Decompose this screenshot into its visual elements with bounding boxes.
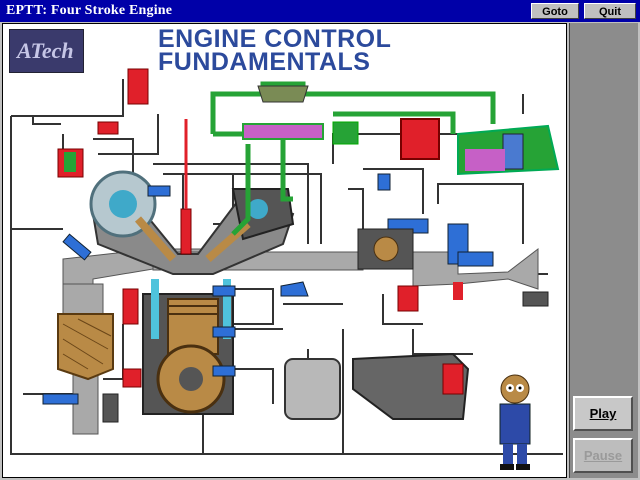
purge-solenoid xyxy=(332,121,359,145)
title-line-1: ENGINE CONTROL xyxy=(158,25,392,53)
pause-button[interactable]: Pause xyxy=(573,438,633,473)
idle-air-valve-core xyxy=(64,152,76,172)
map-sensor xyxy=(97,121,119,135)
page-title: ENGINE CONTROL FUNDAMENTALS xyxy=(158,25,392,76)
window-title: EPTT: Four Stroke Engine xyxy=(6,3,173,18)
air-filter xyxy=(284,358,341,420)
engine-diagram xyxy=(10,68,563,470)
fuel-pump xyxy=(502,133,524,170)
catalytic-converter-hatch xyxy=(62,318,112,370)
fuel-pressure-regulator xyxy=(127,68,149,105)
piston-rings xyxy=(168,305,218,315)
spark-plug xyxy=(180,208,192,255)
injector xyxy=(397,285,419,312)
intake-valve xyxy=(134,216,177,262)
title-bar: EPTT: Four Stroke Engine Goto Quit xyxy=(0,0,640,22)
cam-lobe-left xyxy=(109,190,137,218)
atech-logo: ATech xyxy=(9,29,84,73)
pause-label: Pause xyxy=(583,448,623,463)
vehicle-speed-sensor xyxy=(442,363,464,395)
quit-button[interactable]: Quit xyxy=(584,3,636,19)
vacuum-sensor xyxy=(122,368,142,388)
goto-button[interactable]: Goto xyxy=(531,3,579,19)
egr-valve xyxy=(257,85,309,103)
coolant-right xyxy=(223,279,231,339)
mechanic-character xyxy=(499,374,531,470)
relay xyxy=(453,282,463,300)
exhaust-valve xyxy=(205,220,251,263)
catalytic-converter xyxy=(57,313,114,381)
title-line-2: FUNDAMENTALS xyxy=(158,48,371,76)
fuel-tank xyxy=(400,118,440,160)
play-button[interactable]: Play xyxy=(573,396,633,431)
cam-lobe-right xyxy=(248,199,268,219)
coolant-left xyxy=(151,279,159,339)
egr-solenoid xyxy=(122,288,139,325)
oxygen-sensor xyxy=(102,393,119,423)
battery xyxy=(522,291,549,307)
vacuum-lines xyxy=(210,81,496,236)
purge-canister-line xyxy=(242,123,324,140)
sensors xyxy=(42,173,494,405)
fuel-level-sensor xyxy=(465,149,505,171)
throttle-plate xyxy=(373,236,399,262)
transmission xyxy=(352,352,470,420)
play-label: Play xyxy=(589,406,617,421)
crankshaft-hub xyxy=(179,367,203,391)
logo-text: ATech xyxy=(17,38,74,63)
engine-diagram-canvas: ATech ENGINE CONTROL FUNDAMENTALS xyxy=(2,23,567,478)
